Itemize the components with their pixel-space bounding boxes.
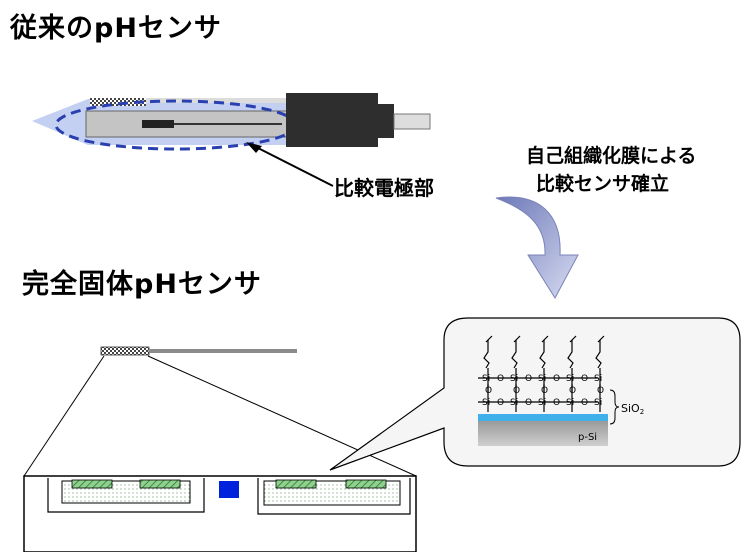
sam-label-line2: 比較センサ確立 — [536, 173, 670, 195]
probe-top-strip — [146, 98, 286, 103]
svg-text:Si: Si — [594, 398, 602, 408]
well-left — [47, 478, 205, 513]
conventional-probe — [32, 93, 431, 151]
svg-text:Si: Si — [510, 374, 518, 384]
svg-text:O: O — [525, 374, 532, 384]
p-si-substrate — [478, 421, 608, 446]
conventional-sensor-title: 従来のpHセンサ — [10, 13, 222, 44]
svg-text:O: O — [553, 398, 560, 408]
sio2-film — [478, 414, 608, 421]
svg-text:Si: Si — [510, 398, 518, 408]
svg-text:O: O — [597, 386, 604, 396]
curved-arrow — [495, 196, 579, 299]
svg-text:Si: Si — [482, 398, 490, 408]
svg-text:O: O — [513, 386, 520, 396]
o-atoms: O O O O O O O O O O O O O — [485, 374, 604, 408]
electrode-pad-4 — [345, 479, 387, 489]
zoom-line-right — [147, 355, 417, 477]
electrode-pad-1 — [71, 479, 113, 489]
well-right — [257, 478, 411, 515]
probe-handle — [286, 93, 378, 147]
solid-state-sensor-title: 完全固体pHセンサ — [22, 269, 262, 300]
reference-leader — [246, 142, 334, 187]
electrode-pad-3 — [275, 479, 317, 489]
chip-cross-section — [23, 475, 417, 552]
svg-text:Si: Si — [566, 374, 574, 384]
svg-text:O: O — [581, 374, 588, 384]
svg-text:Si: Si — [538, 374, 546, 384]
probe-electrode — [142, 120, 174, 128]
solid-state-chip — [23, 346, 417, 477]
probe-handle-step — [376, 104, 394, 138]
chip-tip-pattern — [100, 346, 150, 356]
svg-text:O: O — [497, 374, 504, 384]
svg-text:O: O — [525, 398, 532, 408]
probe-cap-pattern — [90, 98, 146, 106]
svg-text:O: O — [497, 398, 504, 408]
svg-text:Si: Si — [538, 398, 546, 408]
sio2-bracket — [609, 389, 620, 425]
reference-electrode-label: 比較電極部 — [334, 176, 434, 200]
p-si-label: p-Si — [578, 432, 597, 443]
svg-text:Si: Si — [566, 398, 574, 408]
sam-label-line1: 自己組織化膜による — [526, 145, 697, 167]
sam-chains — [478, 335, 605, 412]
svg-text:Si: Si — [594, 374, 602, 384]
svg-text:O: O — [581, 398, 588, 408]
probe-cable — [393, 113, 431, 130]
zoom-line-left — [23, 355, 105, 477]
svg-text:O: O — [541, 386, 548, 396]
electrode-pad-2 — [139, 479, 181, 489]
svg-text:Si: Si — [482, 374, 490, 384]
svg-text:O: O — [569, 386, 576, 396]
si-atoms: Si Si Si Si Si Si Si Si Si Si — [482, 374, 602, 408]
center-square — [219, 481, 239, 498]
callout-bubble — [329, 317, 741, 471]
sio2-label: SiO2 — [621, 402, 644, 416]
chip-stick — [149, 349, 297, 353]
sam-callout: Si Si Si Si Si Si Si Si Si Si O O O O O … — [329, 317, 741, 471]
svg-text:O: O — [485, 386, 492, 396]
svg-text:O: O — [553, 374, 560, 384]
